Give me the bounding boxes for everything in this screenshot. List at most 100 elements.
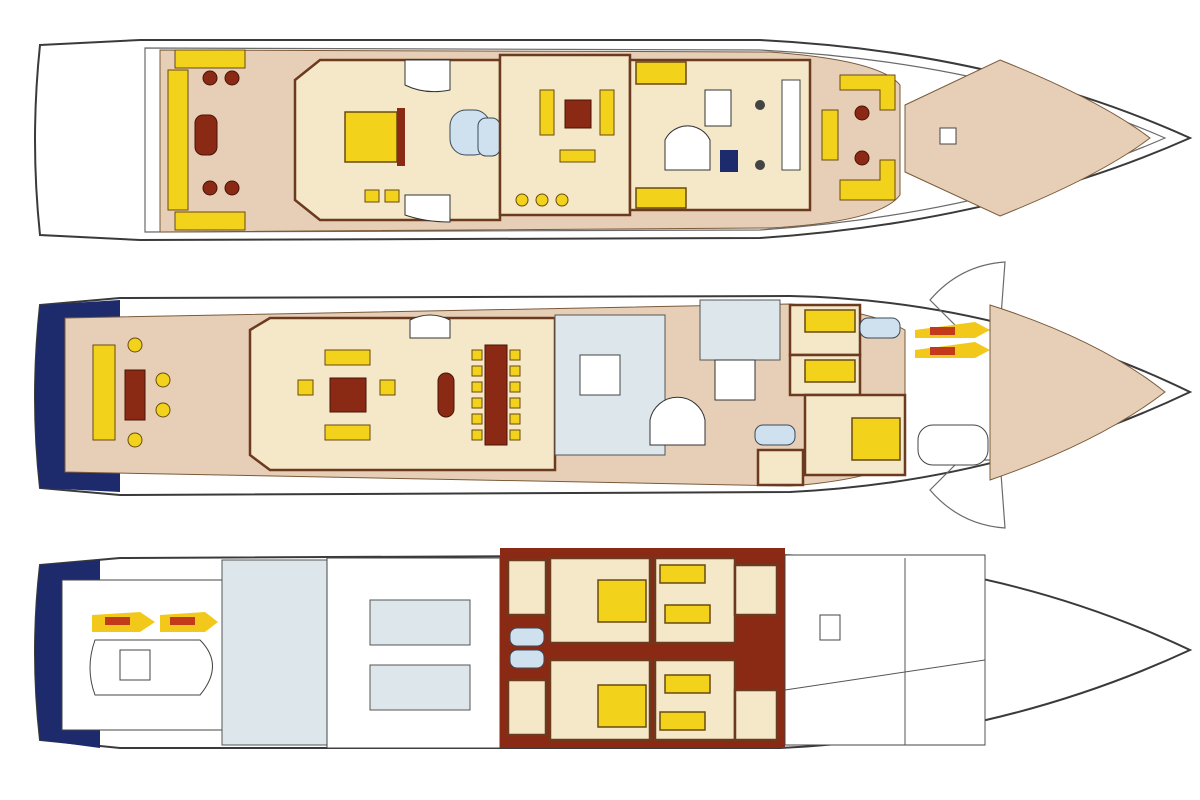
upper-bed (344, 111, 398, 163)
guest-tub-1 (509, 627, 545, 647)
jetski-bow-2-seat (930, 347, 955, 355)
main-stair (714, 359, 756, 401)
sky-lounge-table (564, 99, 592, 129)
main-stern-navy (35, 300, 120, 492)
fwd-sofa-bottom (839, 159, 896, 201)
guest-bed-4b (659, 711, 706, 731)
upper-tub (477, 117, 501, 157)
guest-tub-2 (509, 649, 545, 669)
salon-coffee-table (329, 377, 367, 413)
main-salon (248, 316, 557, 472)
crew-corridor (784, 659, 986, 691)
aft-stool-4 (224, 180, 240, 196)
crew-mess (221, 559, 328, 746)
aft-stool-3 (202, 180, 218, 196)
main-bow-tender (917, 424, 989, 466)
main-spiral-stair (409, 314, 451, 339)
vip-bed-1 (804, 309, 856, 333)
helm-seat-2 (755, 160, 765, 170)
main-aft-chair-4 (155, 402, 171, 418)
captain-bed (635, 61, 687, 85)
lower-deck (34, 548, 1193, 749)
upper-stair-aft-2 (404, 194, 451, 223)
main-wing-top (929, 261, 1006, 331)
main-aft-sofa (92, 344, 116, 441)
aft-sofa-bottom (174, 211, 246, 231)
guest-ensuite-3 (733, 563, 779, 617)
salon-sofa-1 (324, 349, 371, 366)
main-deck (34, 261, 1193, 529)
sky-lounge-sofa-1 (539, 89, 555, 136)
galley-island (579, 354, 621, 396)
captain-bed-2 (635, 187, 687, 209)
engine-2 (369, 664, 471, 711)
main-aft-chair-1 (127, 337, 143, 353)
helm-seat-1 (755, 100, 765, 110)
pantry (699, 299, 781, 361)
guest-ensuite-1 (506, 558, 548, 617)
upper-chair-2 (384, 189, 400, 203)
main-aft-chair-2 (127, 432, 143, 448)
guest-bed-2 (597, 684, 647, 728)
sky-lounge-chair-2 (535, 193, 549, 207)
guest-bed-3b (664, 604, 711, 624)
sky-lounge-chair-3 (555, 193, 569, 207)
main-aft-chair-3 (155, 372, 171, 388)
aft-stool-1 (202, 70, 218, 86)
master-ensuite (756, 448, 805, 487)
sky-lounge-chair-1 (515, 193, 529, 207)
fwd-stool-1 (854, 105, 870, 121)
main-wing-bottom (929, 459, 1006, 529)
bridge-helm (781, 79, 801, 171)
guest-bed-1 (597, 579, 647, 623)
aft-sofa-top (174, 49, 246, 69)
engine-room (326, 557, 501, 749)
sky-lounge-sofa-3 (559, 149, 596, 163)
bridge-console (720, 150, 738, 172)
fwd-sofa-mid (821, 109, 839, 161)
master-bed (851, 417, 901, 461)
vip-bed-2 (804, 359, 856, 383)
upper-chair-1 (364, 189, 380, 203)
guest-bed-3a (659, 564, 706, 584)
upper-deck-bow (904, 59, 1151, 217)
aft-table (194, 114, 218, 156)
fwd-sofa-top (839, 74, 896, 111)
salon-armchair-1 (297, 379, 314, 396)
crew-spiral-stair (649, 396, 706, 446)
dining-table (484, 344, 508, 446)
upper-stair-aft (404, 59, 451, 93)
salon-armchair-2 (379, 379, 396, 396)
aft-sofa-left (167, 69, 189, 211)
main-aft-table (124, 369, 146, 421)
bow-hatch (939, 127, 957, 145)
bridge-area (628, 58, 812, 212)
salon-sofa-2 (324, 424, 371, 441)
master-bath (754, 424, 796, 446)
upper-bed-head (397, 108, 405, 166)
upper-deck (34, 39, 1193, 242)
fwd-stool-2 (854, 150, 870, 166)
vip-bath (859, 317, 901, 339)
lower-stern-navy (35, 560, 100, 748)
crew-mess-table (819, 614, 841, 641)
guest-ensuite-4 (733, 688, 779, 742)
jetski-garage-1-seat (105, 617, 130, 625)
salon-console (437, 372, 455, 418)
guest-ensuite-2 (506, 678, 548, 737)
tender-console (119, 649, 151, 681)
jetski-bow-1-seat (930, 327, 955, 335)
jetski-garage-2-seat (170, 617, 195, 625)
crew-quarters (784, 554, 986, 746)
bridge-spiral-stair (664, 125, 711, 171)
tender-garage (89, 639, 213, 696)
main-bow (989, 304, 1166, 481)
guest-bed-4a (664, 674, 711, 694)
bridge-stair (704, 89, 732, 127)
sky-lounge-sofa-2 (599, 89, 615, 136)
aft-stool-2 (224, 70, 240, 86)
engine-1 (369, 599, 471, 646)
dining-chairs (471, 349, 521, 441)
upper-deck-hull-inner (144, 47, 1167, 233)
